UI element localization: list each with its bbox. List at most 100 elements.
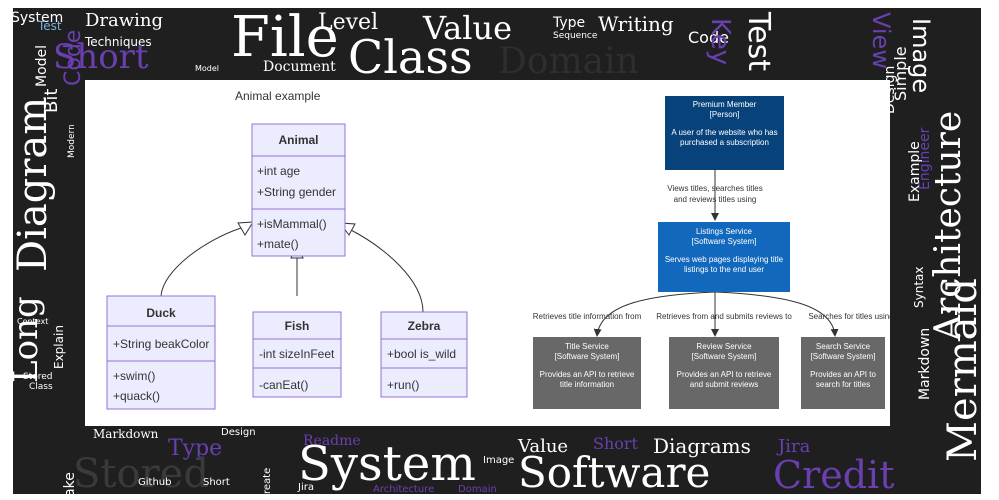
class-duck-method-2: +quack()	[113, 389, 160, 403]
background-word: Image	[483, 455, 515, 466]
background-word: Type	[168, 436, 223, 461]
class-fish-attr-1: -int sizeInFeet	[259, 347, 335, 361]
background-word: Short	[593, 434, 638, 453]
background-word: Code	[688, 28, 729, 47]
background-word: Drawing	[85, 10, 164, 31]
class-duck: Duck +String beakColor +swim() +quack()	[106, 295, 216, 410]
background-word: Model	[195, 64, 220, 73]
background-word: Design	[221, 427, 256, 438]
c4-external-title-service: Title Service [Software System] Provides…	[533, 337, 641, 409]
background-word: Short	[203, 477, 230, 488]
c4-external-description: Provides an API to search for titles	[810, 370, 876, 389]
c4-system-description: Serves web pages displaying title listin…	[664, 255, 784, 274]
background-word: Mermaid	[940, 278, 981, 462]
background-word: Image	[907, 18, 935, 94]
background-word: Bit	[41, 88, 62, 113]
background-word: Architecture	[373, 484, 435, 495]
background-word: Domain	[498, 41, 639, 82]
background-word: Diagrams	[653, 434, 751, 458]
class-zebra-method-1: +run()	[387, 378, 419, 392]
background-word: Modern	[67, 123, 77, 158]
background-word: Value	[423, 9, 513, 47]
class-zebra-attr-1: +bool is_wild	[387, 347, 456, 361]
background-word: Code	[61, 30, 86, 87]
c4-external-description: Provides an API to retrieve title inform…	[539, 370, 635, 389]
c4-system-type: [Software System]	[691, 237, 757, 246]
background-word: Writing	[598, 12, 674, 36]
c4-external-name: Review Service	[696, 342, 752, 351]
background-word: Diagram	[13, 96, 56, 272]
c4-external-type: [Software System]	[810, 352, 876, 361]
background-word: Readme	[303, 433, 361, 449]
c4-external-search-service: Search Service [Software System] Provide…	[801, 337, 885, 409]
c4-person-description: A user of the website who has purchased …	[671, 128, 778, 147]
background-word: Class	[29, 382, 53, 392]
background-word: Credit	[773, 453, 895, 494]
background-word: System	[298, 436, 476, 492]
c4-external-review-service: Review Service [Software System] Provide…	[669, 337, 779, 409]
class-animal-name: Animal	[278, 133, 318, 147]
background-word: Context	[17, 317, 49, 326]
background-word: Explain	[52, 325, 66, 370]
background-word: Stored	[73, 451, 209, 494]
background-word: System	[13, 10, 64, 26]
background-word: Techniques	[85, 35, 152, 49]
c4-external-description: Provides an API to retrieve and submit r…	[676, 370, 772, 389]
class-animal: Animal +int age +String gender +isMammal…	[251, 123, 346, 257]
class-diagram: Animal example Animal +int age +String g…	[106, 89, 468, 410]
background-word: Create	[262, 467, 273, 494]
background-word: Stored	[23, 372, 53, 382]
background-word: Short	[53, 37, 149, 77]
c4-rel-person-system-line-1: Views titles, searches titles	[667, 184, 762, 193]
background-word: Github	[138, 477, 172, 488]
c4-system-name: Listings Service	[695, 227, 753, 236]
class-zebra: Zebra +bool is_wild +run()	[380, 311, 468, 398]
c4-rel-search: Searches for titles using	[808, 312, 890, 321]
inheritance-lines	[160, 227, 424, 313]
c4-external-type: [Software System]	[691, 352, 757, 361]
c4-external-type: [Software System]	[554, 352, 620, 361]
background-word: Value	[518, 436, 569, 457]
class-duck-method-1: +swim()	[113, 369, 155, 383]
background-word: Class	[348, 30, 473, 84]
background-word: Document	[263, 59, 336, 75]
background-word: View	[867, 12, 895, 69]
class-zebra-name: Zebra	[408, 319, 441, 333]
class-animal-attr-1: +int age	[257, 164, 300, 178]
background-word: Markdown	[93, 427, 159, 441]
background-word: Syntax	[912, 266, 926, 308]
class-animal-method-1: +isMammal()	[257, 217, 327, 231]
class-diagram-title: Animal example	[235, 89, 321, 103]
c4-rel-review: Retrieves from and submits reviews to	[656, 312, 792, 321]
background-word: Jira	[778, 436, 811, 457]
c4-rel-person-system-line-2: and reviews titles using	[674, 195, 757, 204]
c4-external-name: Title Service	[565, 342, 609, 351]
background-word: Jira	[298, 482, 314, 493]
class-duck-attr-1: +String beakColor	[113, 337, 209, 351]
c4-person-type: [Person]	[709, 110, 740, 119]
background-word: Level	[318, 10, 379, 35]
background-word: Make	[62, 471, 78, 494]
background-word: Long	[13, 296, 46, 383]
background-word: Sequence	[553, 31, 598, 41]
background-word: Example	[907, 141, 923, 202]
background-word: Type	[553, 15, 586, 31]
background-word: Software	[518, 448, 711, 494]
background-word: Key	[705, 18, 735, 66]
c4-person-name: Premium Member	[692, 100, 757, 109]
c4-external-name: Search Service	[815, 342, 871, 351]
c4-relationship-lines: Views titles, searches titles and review…	[533, 170, 890, 337]
background-word: Model	[34, 44, 50, 87]
class-animal-attr-2: +String gender	[257, 185, 336, 199]
class-animal-method-2: +mate()	[257, 237, 299, 251]
c4-person-premium-member: Premium Member [Person] A user of the we…	[665, 96, 784, 170]
background-word: Markdown	[917, 327, 933, 400]
diagram-panel: Animal example Animal +int age +String g…	[85, 80, 890, 426]
c4-system-listings-service: Listings Service [Software System] Serve…	[658, 222, 790, 292]
background-word: Test	[38, 19, 62, 33]
class-fish-name: Fish	[285, 319, 310, 333]
background-word: Domain	[458, 484, 497, 495]
background-word: Test	[741, 12, 776, 72]
class-fish: Fish -int sizeInFeet -canEat()	[252, 311, 342, 398]
class-fish-method-1: -canEat()	[259, 378, 308, 392]
